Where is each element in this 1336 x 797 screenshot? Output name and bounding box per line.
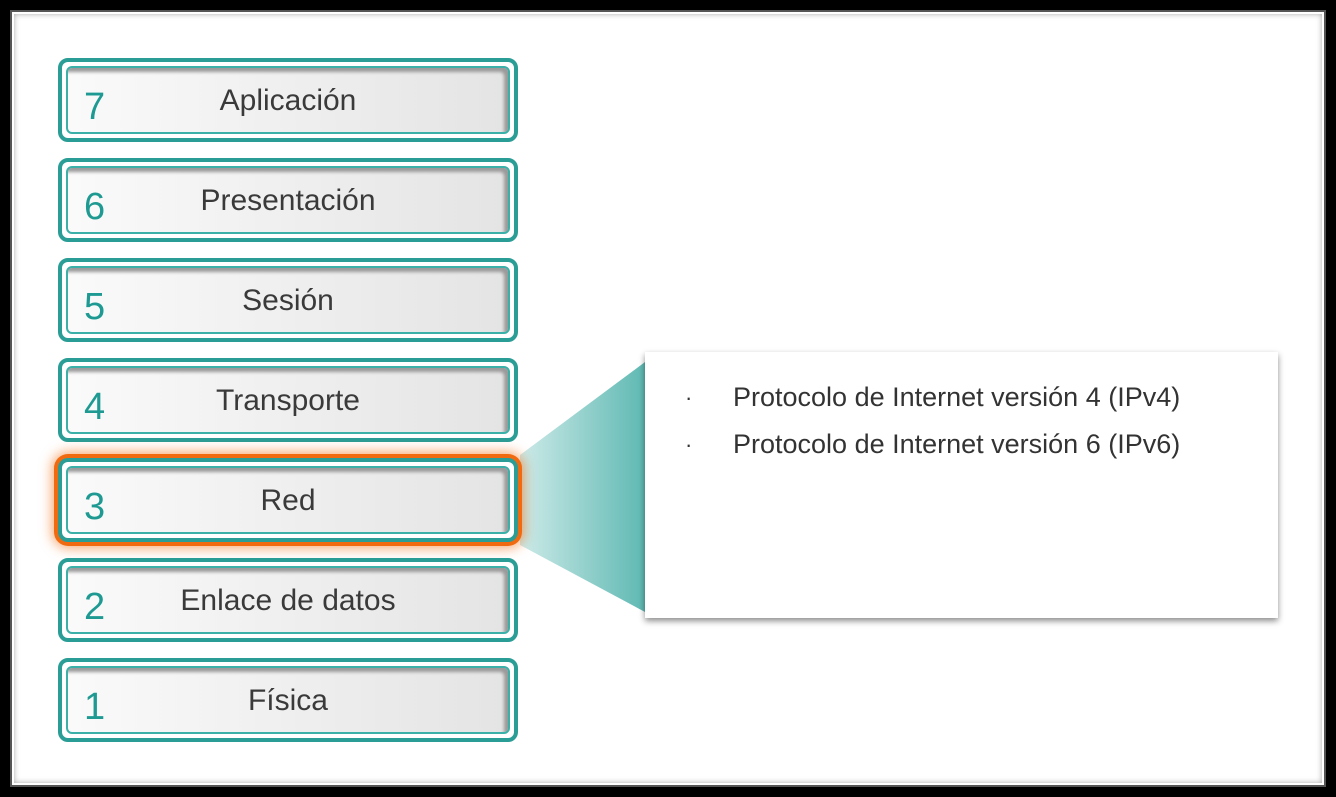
layer-name: Presentación	[200, 184, 376, 217]
layer-face	[66, 266, 510, 334]
callout-item: · Protocolo de Internet versión 4 (IPv4)	[685, 374, 1180, 421]
osi-layer-2[interactable]: 2 Enlace de datos	[58, 558, 518, 642]
bullet-icon: ·	[685, 385, 693, 410]
layer-number: 7	[84, 86, 106, 128]
callout-item: · Protocolo de Internet versión 6 (IPv6)	[685, 421, 1180, 468]
callout-item-text: Protocolo de Internet versión 6 (IPv6)	[733, 429, 1181, 459]
layer-number: 3	[84, 486, 106, 528]
osi-layer-7[interactable]: 7 Aplicación	[58, 58, 518, 142]
layer-face	[66, 566, 510, 634]
layer-name: Aplicación	[219, 84, 357, 117]
layer-number: 5	[84, 286, 106, 328]
layer-face	[66, 366, 510, 434]
callout-item-text: Protocolo de Internet versión 4 (IPv4)	[733, 382, 1181, 412]
layer-face	[66, 66, 510, 134]
layer-number: 1	[84, 686, 106, 728]
layer-name: Sesión	[242, 284, 334, 317]
osi-layer-5[interactable]: 5 Sesión	[58, 258, 518, 342]
bullet-icon: ·	[685, 432, 693, 457]
layer-name: Transporte	[216, 384, 360, 417]
layer-name: Enlace de datos	[180, 584, 396, 617]
osi-layer-4[interactable]: 4 Transporte	[58, 358, 518, 442]
layer-face	[66, 166, 510, 234]
osi-layer-1[interactable]: 1 Física	[58, 658, 518, 742]
layer-name: Red	[260, 484, 316, 517]
network-layer-callout: ·Protocolo de Internet versión 4 (IPv4) …	[645, 352, 1278, 618]
layer-name: Física	[247, 684, 328, 717]
layer-number: 2	[84, 586, 106, 628]
layer-face	[66, 466, 510, 534]
osi-layer-6[interactable]: 6 Presentación	[58, 158, 518, 242]
layer-face	[66, 666, 510, 734]
osi-layer-3[interactable]: 3 Red	[58, 458, 518, 542]
layer-number: 4	[84, 386, 106, 428]
layer-number: 6	[84, 186, 106, 228]
